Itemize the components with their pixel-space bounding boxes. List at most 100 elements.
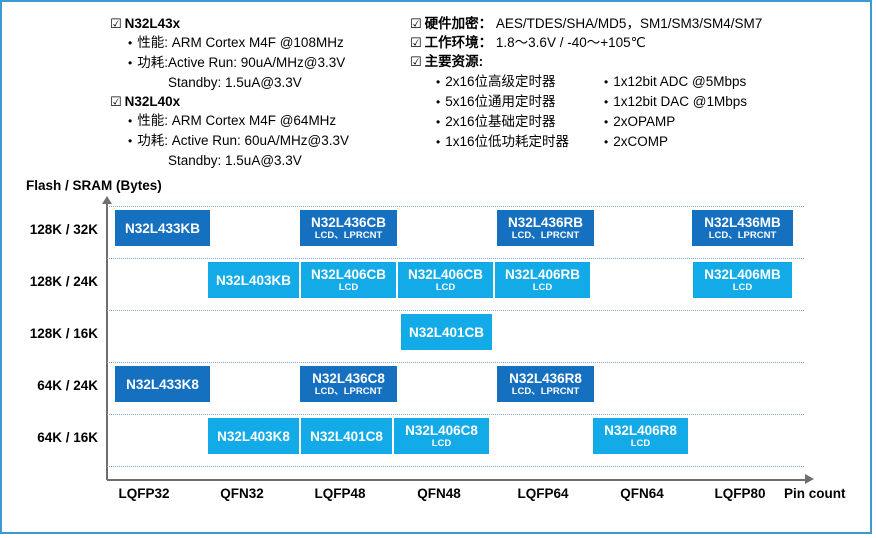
chip-name: N32L401CB xyxy=(408,324,485,340)
matrix-row: 128K / 16K N32L401CB xyxy=(2,310,874,362)
feature-line: ☑硬件加密： AES/TDES/SHA/MD5，SM1/SM3/SM4/SM7 xyxy=(410,14,870,33)
chip-name: N32L436RB xyxy=(507,215,584,230)
spec-line: •功耗:Active Run: 90uA/MHz@3.3V xyxy=(110,53,410,73)
chip-name: N32L403KB xyxy=(215,272,292,288)
gridline xyxy=(107,466,804,467)
x-axis-line xyxy=(107,479,807,481)
spec-line: •性能: ARM Cortex M4F @64MHz xyxy=(110,111,410,131)
x-axis-tick-lqfp32: LQFP32 xyxy=(118,486,170,501)
feature-value: AES/TDES/SHA/MD5，SM1/SM3/SM4/SM7 xyxy=(492,16,763,31)
bullet-icon: • xyxy=(604,75,609,89)
bullet-icon: • xyxy=(436,135,441,149)
spec-group-title: ☑N32L43x xyxy=(110,14,410,33)
spec-line-text: 功耗: Active Run: 60uA/MHz@3.3V xyxy=(137,133,349,148)
chip-n32l433kb[interactable]: N32L433KB xyxy=(114,209,211,247)
resource-item-text: 5x16位通用定时器 xyxy=(445,94,556,109)
x-axis-tick-qfn64: QFN64 xyxy=(620,486,664,501)
feature-label: 硬件加密： xyxy=(424,16,493,31)
feature-line: ☑工作环境： 1.8～3.6V / -40～+105℃ xyxy=(410,33,870,52)
chip-name: N32L436MB xyxy=(704,215,781,230)
chip-name: N32L433KB xyxy=(124,220,201,236)
spec-line-text: Standby: 1.5uA@3.3V xyxy=(168,75,302,90)
bullet-icon: • xyxy=(128,134,133,148)
checkbox-icon: ☑ xyxy=(410,16,422,31)
checkbox-icon: ☑ xyxy=(110,16,122,31)
resource-item: •5x16位通用定时器 xyxy=(436,92,604,112)
resource-item: • 2x16位基础定时器 xyxy=(436,112,604,132)
spec-block-right: ☑硬件加密： AES/TDES/SHA/MD5，SM1/SM3/SM4/SM7☑… xyxy=(410,14,870,152)
chip-name: N32L406CB xyxy=(310,267,387,282)
resource-item-text: 1x16位低功耗定时器 xyxy=(445,134,569,149)
y-axis-tick-label: 64K / 16K xyxy=(37,430,98,445)
y-axis-tick-label: 128K / 16K xyxy=(29,326,98,341)
spec-line-text: Standby: 1.5uA@3.3V xyxy=(168,153,302,168)
resource-item: • 1x12bit DAC @1Mbps xyxy=(604,92,804,112)
bullet-icon: • xyxy=(128,56,133,70)
chip-name: N32L436CB xyxy=(310,215,387,230)
x-axis-title: Pin count xyxy=(784,486,846,501)
bullet-icon: • xyxy=(604,95,609,109)
resource-item-text: 2x16位高级定时器 xyxy=(445,74,556,89)
resource-item-text: 2x16位基础定时器 xyxy=(445,114,556,129)
resource-item-text: 1x12bit ADC @5Mbps xyxy=(613,74,747,89)
y-axis-tick-label: 64K / 24K xyxy=(37,378,98,393)
chip-name: N32L406R8 xyxy=(604,423,677,438)
spec-line-text: 性能: ARM Cortex M4F @64MHz xyxy=(137,113,337,128)
chip-name: N32L406RB xyxy=(504,267,581,282)
gridline xyxy=(107,258,804,259)
chip-n32l403kb[interactable]: N32L403KB xyxy=(207,261,300,299)
spec-block-left: ☑N32L43x • 性能: ARM Cortex M4F @108MHz •功耗:A… xyxy=(110,14,410,170)
x-axis-arrow xyxy=(805,474,814,484)
chip-peripherals: LCD、LPRCNT xyxy=(708,230,777,241)
y-axis-line xyxy=(106,203,108,480)
resource-item-text: 1x12bit DAC @1Mbps xyxy=(613,94,747,109)
chip-peripherals: LCD、LPRCNT xyxy=(511,386,580,397)
feature-line: ☑主要资源: xyxy=(410,52,870,71)
gridline xyxy=(107,414,804,415)
feature-value: 1.8～3.6V / -40～+105℃ xyxy=(492,35,646,50)
x-axis-tick-lqfp80: LQFP80 xyxy=(714,486,766,501)
spec-line: • 性能: ARM Cortex M4F @108MHz xyxy=(110,33,410,53)
spec-group-title: ☑N32L40x xyxy=(110,92,410,111)
chip-peripherals: LCD、LPRCNT xyxy=(314,230,383,241)
chip-n32l403k8[interactable]: N32L403K8 xyxy=(207,417,300,455)
chip-n32l401cb[interactable]: N32L401CB xyxy=(400,313,493,351)
x-axis-tick-qfn48: QFN48 xyxy=(417,486,461,501)
chip-n32l433k8[interactable]: N32L433K8 xyxy=(114,365,211,403)
resource-item: • 1x16位低功耗定时器 xyxy=(436,132,604,152)
chip-name: N32L401C8 xyxy=(310,428,383,444)
chip-peripherals: LCD、LPRCNT xyxy=(314,386,383,397)
spec-line-text: 性能: ARM Cortex M4F @108MHz xyxy=(137,35,344,50)
resource-column-analog: •1x12bit ADC @5Mbps•1x12bit DAC @1Mbps•2… xyxy=(604,72,804,152)
y-axis-tick-label: 128K / 32K xyxy=(29,222,98,237)
bullet-icon: • xyxy=(128,36,133,50)
chip-name: N32L436C8 xyxy=(312,371,385,386)
bullet-icon: • xyxy=(436,115,441,129)
chip-name: N32L436R8 xyxy=(509,371,582,386)
spec-line: • 功耗: Active Run: 60uA/MHz@3.3V xyxy=(110,131,410,151)
chip-peripherals: LCD xyxy=(630,438,651,449)
chip-name: N32L403K8 xyxy=(217,428,290,444)
bullet-icon: • xyxy=(604,115,609,129)
gridline xyxy=(107,362,804,363)
bullet-icon: • xyxy=(436,75,441,89)
gridline xyxy=(107,310,804,311)
chip-n32l401c8[interactable]: N32L401C8 xyxy=(300,417,393,455)
checkbox-icon: ☑ xyxy=(410,54,422,69)
